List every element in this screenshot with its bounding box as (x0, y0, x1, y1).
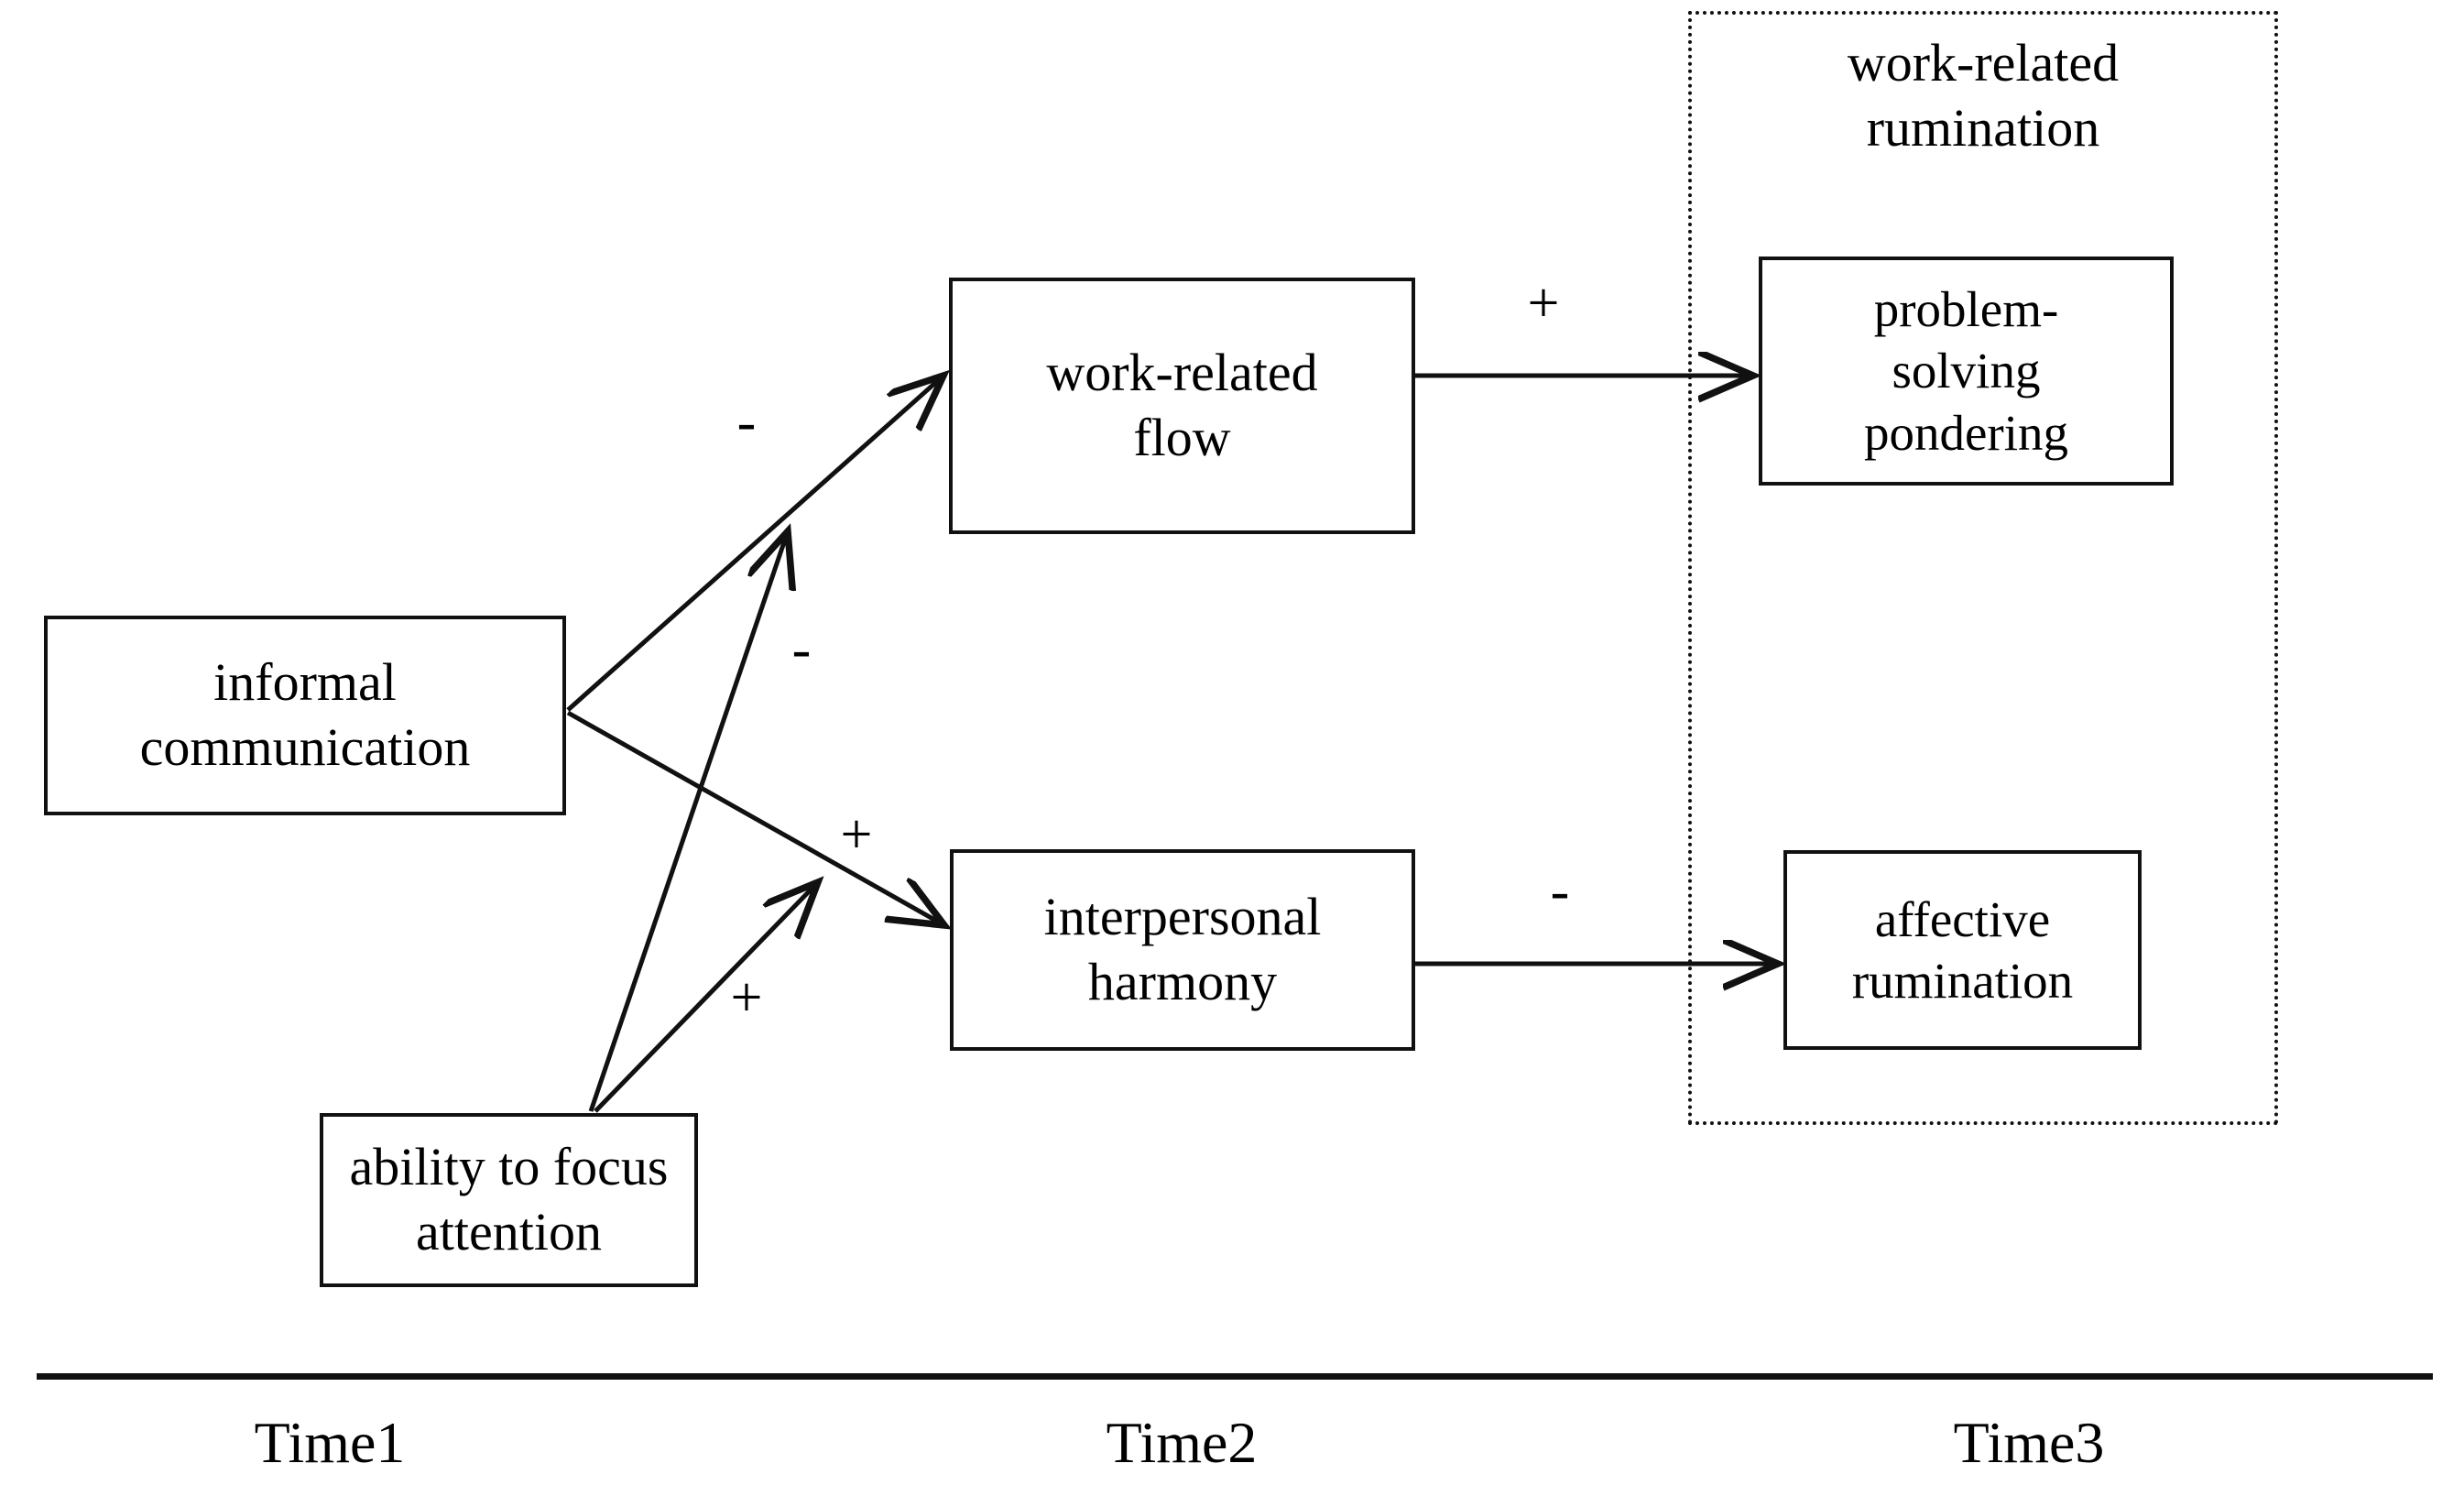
node-affective-rumination-label: affective rumination (1837, 889, 2088, 1011)
edge-sign-ability-to-flow: - (791, 618, 812, 681)
node-label-line-2: harmony (1087, 952, 1278, 1011)
node-ability-to-focus-attention-label: ability to focus attention (335, 1135, 683, 1265)
timeline-divider (37, 1373, 2433, 1380)
node-label-line-2: solving (1892, 343, 2041, 399)
node-label-line-2: communication (139, 717, 471, 777)
node-informal-communication-label: informal communication (125, 650, 485, 781)
node-label-line-1: interpersonal (1043, 887, 1322, 947)
edge-ability-to-flow (588, 531, 788, 1112)
node-label-line-1: ability to focus (349, 1137, 669, 1197)
work-related-rumination-group-title: work-related rumination (1722, 31, 2244, 161)
edge-informal-to-harmony (566, 710, 944, 925)
node-label-line-3: pondering (1863, 404, 2068, 461)
node-label-line-1: affective (1874, 890, 2051, 947)
node-work-related-flow-label: work-related flow (1031, 341, 1332, 471)
work-related-rumination-group-frame (1688, 11, 2278, 1125)
node-affective-rumination[interactable]: affective rumination (1783, 850, 2142, 1050)
edge-sign-informal-to-harmony: + (840, 803, 873, 866)
group-title-line-1: work-related (1847, 33, 2120, 93)
edge-ability-to-harmony (594, 882, 818, 1113)
edge-sign-flow-to-pondering: + (1527, 272, 1560, 334)
timeline-label-time3: Time3 (1953, 1410, 2105, 1475)
node-problem-solving-pondering-label: problem- solving pondering (1849, 278, 2083, 463)
edge-sign-ability-to-harmony: + (730, 966, 763, 1029)
node-interpersonal-harmony-label: interpersonal harmony (1030, 885, 1336, 1015)
timeline-label-time2: Time2 (1106, 1410, 1258, 1475)
edge-sign-harmony-to-affective: - (1550, 860, 1570, 923)
node-problem-solving-pondering[interactable]: problem- solving pondering (1759, 257, 2174, 486)
edge-sign-informal-to-flow: - (736, 391, 757, 453)
timeline-label-time1: Time1 (254, 1410, 406, 1475)
node-label-line-1: work-related (1046, 343, 1318, 403)
node-interpersonal-harmony[interactable]: interpersonal harmony (950, 849, 1415, 1051)
group-title-line-2: rumination (1866, 97, 2100, 158)
node-informal-communication[interactable]: informal communication (44, 616, 566, 815)
node-label-line-2: rumination (1851, 953, 2074, 1009)
node-label-line-2: flow (1133, 408, 1231, 467)
node-work-related-flow[interactable]: work-related flow (949, 278, 1415, 534)
node-label-line-2: attention (416, 1202, 602, 1261)
node-label-line-1: problem- (1873, 281, 2059, 338)
node-label-line-1: informal (213, 652, 397, 713)
node-ability-to-focus-attention[interactable]: ability to focus attention (320, 1113, 698, 1287)
